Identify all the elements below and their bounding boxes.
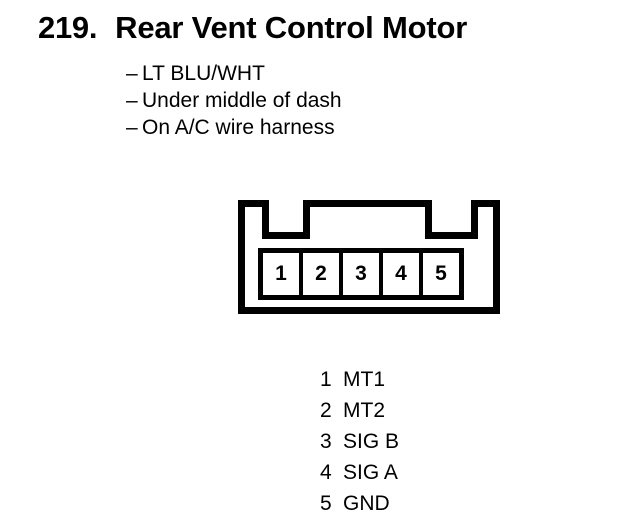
connector-shell-top-left-segment — [238, 200, 269, 207]
spec-label: On A/C wire harness — [142, 116, 335, 139]
pin-cell-2: 2 — [301, 253, 341, 295]
pin-cell-3: 3 — [341, 253, 381, 295]
connector-diagram: 1 2 3 4 5 — [238, 200, 500, 314]
legend-row: 3 SIG B — [320, 426, 399, 457]
spec-label: Under middle of dash — [142, 89, 342, 112]
legend-pin-label: MT1 — [343, 368, 385, 391]
legend-row: 4 SIG A — [320, 457, 399, 488]
legend-pin-number: 1 — [320, 368, 332, 391]
pin-legend: 1 MT1 2 MT2 3 SIG B 4 SIG A 5 GND — [320, 364, 399, 519]
legend-pin-label: SIG A — [343, 461, 398, 484]
connector-notch-left-wall-b — [303, 200, 310, 239]
legend-pin-label: MT2 — [343, 399, 385, 422]
connector-notch-right-base — [425, 232, 478, 239]
connector-notch-left-base — [262, 232, 310, 239]
pin-cell-4: 4 — [381, 253, 421, 295]
legend-pin-label: GND — [343, 492, 390, 515]
connector-notch-right-wall-a — [425, 200, 432, 239]
legend-pin-label: SIG B — [343, 430, 400, 453]
page-title: 219. Rear Vent Control Motor — [38, 10, 467, 46]
legend-row: 1 MT1 — [320, 364, 399, 395]
dash-bullet-icon: – — [126, 116, 138, 139]
spec-label: LT BLU/WHT — [142, 62, 265, 85]
specification-list: – LT BLU/WHT – Under middle of dash – On… — [126, 60, 546, 141]
legend-row: 5 GND — [320, 488, 399, 519]
spec-item-wire-color: – LT BLU/WHT — [126, 60, 546, 87]
connector-notch-right-wall-b — [471, 200, 478, 239]
connector-shell-bottom-wall — [238, 307, 500, 314]
connector-shell-right-wall — [493, 200, 500, 314]
spec-item-location: – Under middle of dash — [126, 87, 546, 114]
connector-pin-row: 1 2 3 4 5 — [258, 248, 464, 300]
title-component-name: Rear Vent Control Motor — [115, 10, 468, 45]
title-item-number: 219. — [38, 10, 98, 45]
connector-shell-left-wall — [238, 200, 245, 314]
pin-cell-5: 5 — [421, 253, 459, 295]
connector-notch-left-wall-a — [262, 200, 269, 239]
spec-item-harness: – On A/C wire harness — [126, 114, 546, 141]
pin-cell-1: 1 — [263, 253, 301, 295]
dash-bullet-icon: – — [126, 89, 138, 112]
legend-pin-number: 2 — [320, 399, 332, 422]
legend-pin-number: 3 — [320, 430, 332, 453]
legend-row: 2 MT2 — [320, 395, 399, 426]
connector-shell-top-middle-segment — [310, 200, 432, 207]
connector-shell-top-right-segment — [478, 200, 500, 207]
legend-pin-number: 5 — [320, 492, 332, 515]
legend-pin-number: 4 — [320, 461, 332, 484]
dash-bullet-icon: – — [126, 62, 138, 85]
